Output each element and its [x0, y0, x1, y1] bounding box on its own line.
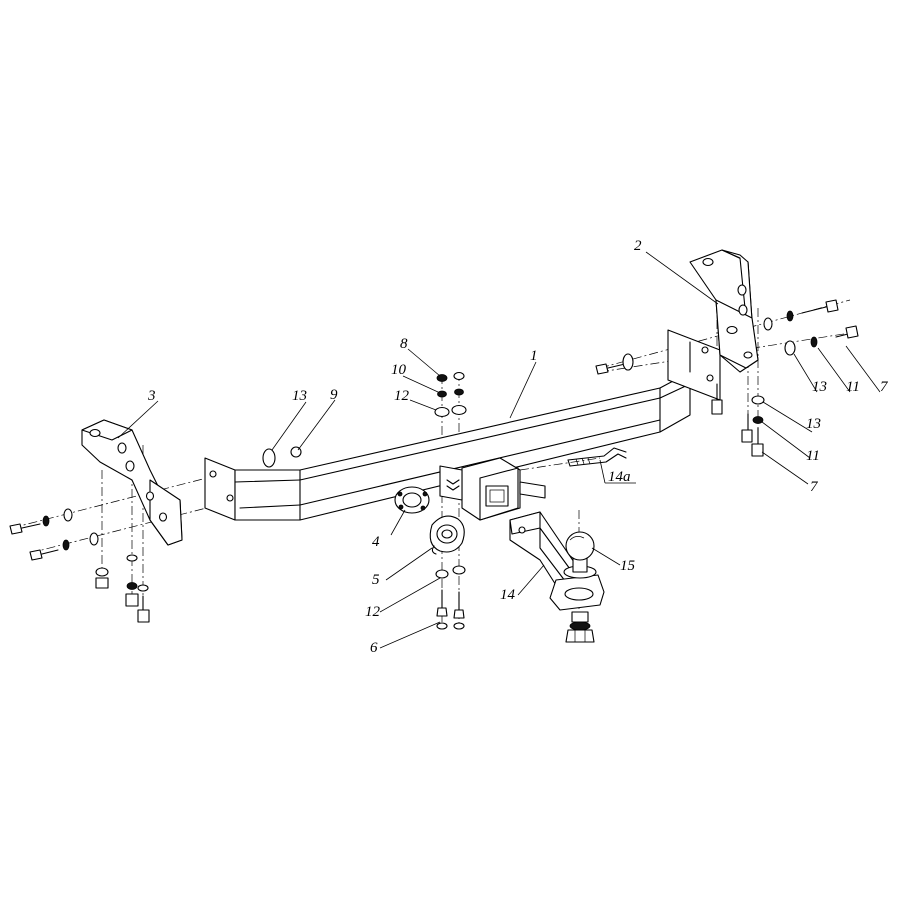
- callout-3: 3: [147, 388, 156, 404]
- callout-14a: 14a: [608, 469, 631, 485]
- center-fasteners-top: [434, 371, 467, 418]
- left-bolts: [9, 508, 150, 623]
- callout-11-lower: 11: [806, 448, 820, 464]
- cross-beam: [204, 329, 721, 521]
- center-fasteners-bottom: [435, 565, 466, 630]
- callout-12-upper: 12: [394, 388, 410, 404]
- callout-14: 14: [500, 587, 516, 603]
- beam-washer-nut: [262, 446, 302, 468]
- callout-10: 10: [391, 362, 407, 378]
- right-bolts: [595, 299, 859, 457]
- left-bracket: [81, 419, 183, 546]
- callout-13-right-upper: 13: [812, 379, 827, 395]
- callout-7-lower: 7: [810, 479, 819, 495]
- callout-15: 15: [620, 558, 636, 574]
- callout-1: 1: [530, 348, 538, 364]
- electrical-socket: [429, 515, 465, 555]
- callout-9: 9: [330, 387, 338, 403]
- callout-6: 6: [370, 640, 378, 656]
- callout-12-lower: 12: [365, 604, 381, 620]
- callout-13-right-lower: 13: [806, 416, 821, 432]
- callout-4: 4: [372, 534, 380, 550]
- callout-7-upper: 7: [880, 379, 889, 395]
- callout-labels: 1 2 3 4 5 6 7 7 8 9 10 11 11 12 12 13 13…: [147, 238, 889, 656]
- socket-plate: [394, 486, 430, 514]
- leader-lines: [117, 251, 881, 649]
- callout-11-upper: 11: [846, 379, 860, 395]
- callout-13-beam: 13: [292, 388, 307, 404]
- callout-2: 2: [634, 238, 642, 254]
- tow-ball: [563, 531, 597, 643]
- right-bracket: [689, 249, 759, 373]
- ball-mount: [509, 511, 605, 611]
- callout-5: 5: [372, 572, 380, 588]
- lock-pin: [567, 447, 627, 467]
- receiver-hitch: [439, 457, 546, 521]
- callout-8: 8: [400, 336, 408, 352]
